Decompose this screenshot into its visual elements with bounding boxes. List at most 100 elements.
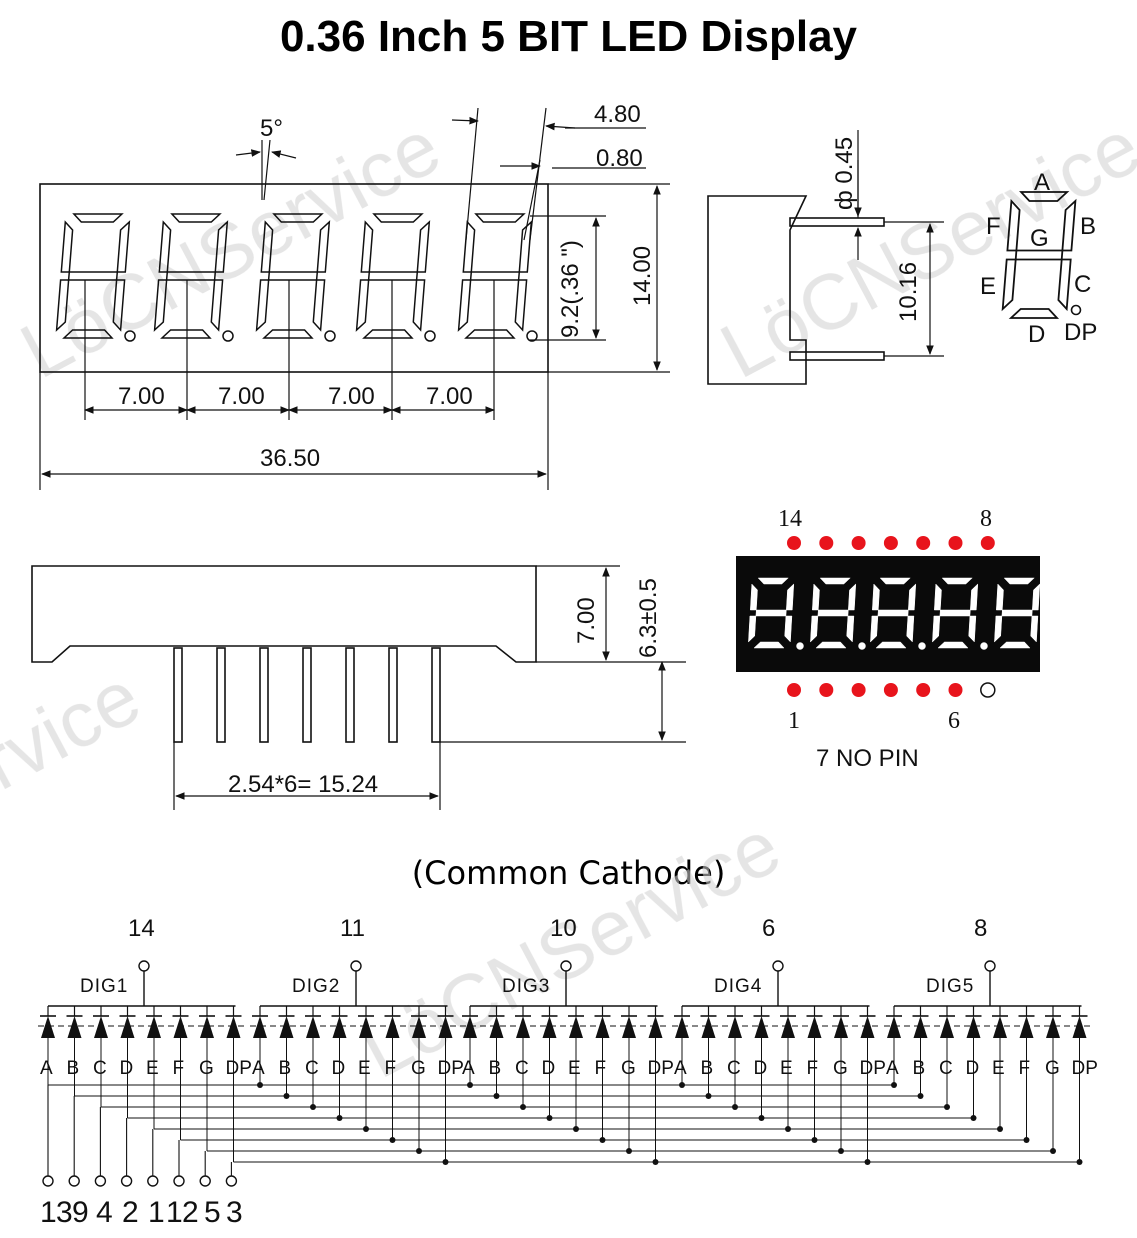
segment-label-c: C [939, 1058, 953, 1079]
dim-body-height: 7.00 [573, 597, 600, 644]
led-diode [940, 1016, 954, 1038]
pin-dot-bottom-2 [819, 683, 834, 697]
segment-label-e: E [992, 1058, 1005, 1079]
digit-name: DIG4 [714, 976, 762, 997]
pin-dot-top-1 [787, 536, 801, 550]
led-diode [67, 1016, 82, 1038]
pin-label-6: 6 [948, 708, 960, 734]
segment-label-b: B [913, 1058, 926, 1079]
segment-1 [416, 220, 431, 273]
segment-label-dp: DP [860, 1058, 886, 1079]
segment-map-outline [1001, 191, 1077, 319]
led-diode [701, 1016, 716, 1038]
segment-4 [748, 615, 757, 643]
segment-label-f: F [595, 1058, 607, 1079]
pin-label-8: 8 [980, 506, 992, 532]
segment-6 [267, 271, 319, 281]
segment-0 [1019, 191, 1070, 202]
segment-6 [67, 271, 119, 281]
segment-label-e: E [146, 1058, 159, 1079]
segment-pin-number: 5 [204, 1196, 221, 1229]
segment-label-f: F [385, 1058, 397, 1079]
pinout-digit-1 [748, 577, 804, 650]
segment-dp [980, 642, 988, 650]
pinout-digit-2 [810, 577, 866, 650]
segment-label-b: B [489, 1058, 502, 1079]
pin-dot-top-4 [883, 536, 898, 550]
pin-dot-top-2 [819, 536, 834, 550]
digit-pin-number: 6 [762, 915, 775, 942]
segment-3 [815, 641, 847, 649]
segment-label-f: F [1019, 1058, 1031, 1079]
segment-2 [514, 279, 528, 332]
segment-label-g: G [621, 1058, 636, 1079]
pin-dot-bottom-5 [916, 683, 931, 697]
segment-dp [918, 642, 926, 650]
watermark-3: LöCNService [0, 652, 154, 945]
segment-dp [424, 330, 436, 342]
digit-name: DIG2 [292, 976, 340, 997]
segment-label-dp: DP [1072, 1058, 1098, 1079]
segment-map-dp-dot [1070, 304, 1082, 316]
front-digit-2 [153, 213, 234, 342]
bottom-pins [173, 647, 441, 743]
pinout-digit-3 [870, 577, 926, 650]
digit-name: DIG1 [80, 976, 128, 997]
led-diode [147, 1016, 161, 1038]
led-diode [489, 1016, 504, 1038]
led-diode [1019, 1016, 1034, 1038]
seg-label-c: C [1074, 271, 1091, 298]
segment-0 [474, 213, 526, 223]
segment-2 [906, 615, 915, 643]
digit-pin-terminal [350, 960, 362, 972]
led-diode [595, 1016, 610, 1038]
segment-0 [372, 213, 424, 223]
pin-dot-bottom-7 [980, 682, 996, 698]
segment-2 [210, 279, 224, 332]
segment-0 [170, 213, 222, 223]
front-digits [55, 213, 538, 342]
segment-label-dp: DP [438, 1058, 464, 1079]
segment-label-d: D [542, 1058, 556, 1079]
digit-pin-number: 8 [974, 915, 987, 942]
digit-name: DIG3 [502, 976, 550, 997]
page-title: 0.36 Inch 5 BIT LED Display [279, 12, 858, 61]
segment-label-a: A [462, 1058, 475, 1079]
digit-name: DIG5 [926, 976, 974, 997]
segment-6 [877, 609, 909, 617]
segment-bus [48, 1084, 1080, 1163]
dim-pitch-2: 7.00 [218, 383, 265, 410]
segment-label-a: A [886, 1058, 899, 1079]
bottom-body [31, 565, 537, 663]
pin-note: 7 NO PIN [816, 745, 919, 772]
seg-label-f: F [986, 213, 1001, 240]
dim-pitch-3: 7.00 [328, 383, 375, 410]
segment-label-f: F [807, 1058, 819, 1079]
front-digit-3 [255, 213, 336, 342]
dim-digit-height: 9.2(.36 ") [557, 240, 584, 338]
segment-6 [469, 271, 521, 281]
segment-label-d: D [332, 1058, 346, 1079]
pinout-digit-5 [994, 577, 1050, 650]
segment-map: A B C D E F G DP [980, 169, 1097, 348]
pinout-digits [748, 577, 1050, 650]
segment-5 [462, 220, 476, 273]
segment-label-a: A [40, 1058, 53, 1079]
led-diode [438, 1016, 453, 1038]
segment-label-c: C [305, 1058, 319, 1079]
segment-4 [994, 615, 1003, 643]
bottom-view [31, 565, 686, 810]
segment-4 [810, 615, 819, 643]
lead-2 [216, 647, 226, 743]
segment-6 [1014, 249, 1064, 261]
segment-label-g: G [411, 1058, 426, 1079]
lead-1 [173, 647, 183, 743]
led-diode [966, 1016, 981, 1038]
side-pin-top [789, 217, 885, 227]
segment-dp [858, 642, 866, 650]
segment-3 [464, 329, 516, 339]
segment-0 [941, 577, 973, 585]
pin-dot-bottom-6 [948, 683, 963, 697]
